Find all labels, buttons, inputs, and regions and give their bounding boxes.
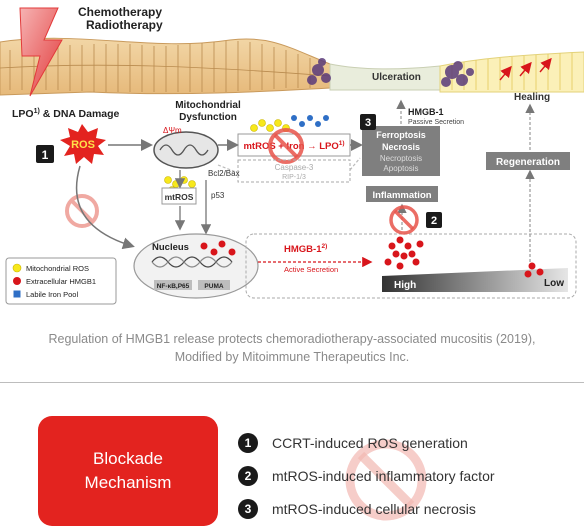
caption-line-2: Modified by Mitoimmune Therapeutics Inc. [174, 350, 410, 364]
caspase-label-2: RIP-1/3 [282, 174, 306, 181]
radiotherapy-label: Radiotherapy [86, 18, 163, 32]
blockade-mechanism-badge: Blockade Mechanism [38, 416, 218, 526]
legend-swatch-iron [13, 290, 21, 298]
badge-3-label: 3 [365, 117, 371, 129]
hmgb1-dots-low [524, 262, 544, 278]
mtros-box-label: mtROS [165, 192, 194, 202]
figure-caption: Regulation of HMGB1 release protects che… [0, 330, 584, 366]
mechanism-item-1: 1 CCRT-induced ROS generation [238, 426, 568, 459]
mechanism-item-2: 2 mtROS-induced inflammatory factor [238, 459, 568, 492]
concentration-gradient [382, 268, 568, 292]
radiation-bolt-icon [19, 7, 63, 97]
blockade-line-2: Mechanism [84, 473, 172, 492]
mechanism-list: 1 CCRT-induced ROS generation 2 mtROS-in… [238, 426, 568, 525]
blocked-icon-3 [268, 128, 304, 164]
caspase-label-1: Caspase-3 [275, 163, 314, 172]
mito-title-1: Mitochondrial [175, 100, 241, 111]
cell-death-box [362, 126, 440, 176]
badge-1 [36, 145, 54, 163]
legend-swatch-ros [12, 263, 22, 273]
puma-label: PUMA [204, 283, 223, 290]
hmgb1-passive-label: HMGB-1 [408, 107, 444, 117]
badge-3 [360, 114, 376, 130]
hmgb1-dots-high [384, 236, 424, 270]
necrosis-label: Necrosis [382, 142, 420, 152]
chemotherapy-label: Chemotherapy [78, 5, 162, 19]
legend-label-iron: Labile Iron Pool [26, 290, 78, 299]
necroptosis-label: Necroptosis [380, 154, 422, 163]
section-divider [0, 382, 584, 383]
mito-title-2: Dysfunction [179, 112, 237, 123]
mechanism-number-2: 2 [238, 465, 258, 486]
lpo-label: LPO1) & DNA Damage [12, 108, 120, 120]
mtros-chain-label: mtROS + Iron → LPO1) [243, 140, 344, 152]
regeneration-box [486, 152, 570, 170]
mechanism-text-2: mtROS-induced inflammatory factor [272, 467, 495, 484]
inflammation-label: Inflammation [372, 190, 431, 201]
mechanism-text-1: CCRT-induced ROS generation [272, 434, 468, 451]
delta-psi-label: ΔΨm [163, 126, 182, 135]
ferroptosis-label: Ferroptosis [376, 130, 426, 140]
badge-2-label: 2 [431, 215, 437, 227]
blocked-icon-2 [389, 205, 419, 235]
active-secretion-label: Active Secretion [284, 265, 338, 274]
caption-line-1: Regulation of HMGB1 release protects che… [48, 332, 536, 346]
high-label: High [394, 280, 416, 291]
legend-swatch-hmgb1 [13, 277, 21, 285]
nfkb-label: NF-κB,P65 [157, 283, 190, 290]
low-label: Low [544, 278, 564, 289]
p53-label: p53 [211, 191, 225, 200]
passive-secretion-label: Passive Secretion [408, 119, 464, 126]
mechanism-number-3: 3 [238, 498, 258, 519]
epithelium-tissue [0, 37, 584, 96]
mechanism-number-1: 1 [238, 432, 258, 453]
blockade-line-1: Blockade [93, 449, 163, 468]
legend-label-hmgb1: Extracellular HMGB1 [26, 277, 96, 286]
regeneration-label: Regeneration [496, 157, 560, 168]
mechanism-diagram: Chemotherapy Radiotherapy LPO1) & DNA Da… [0, 5, 584, 305]
inflammation-box [366, 186, 438, 202]
legend-box [5, 257, 117, 305]
legend-label-ros: Mitochondrial ROS [26, 264, 89, 273]
hmgb1-active-label: HMGB-12) [284, 243, 327, 255]
healing-label: Healing [514, 92, 550, 103]
nucleus-label: Nucleus [152, 242, 189, 253]
ulceration-label: Ulceration [372, 72, 421, 83]
mechanism-item-3: 3 mtROS-induced cellular necrosis [238, 492, 568, 525]
svg-text:ROS: ROS [71, 139, 95, 151]
badge-2 [426, 212, 442, 228]
badge-1-label: 1 [42, 148, 49, 162]
bcl2-bax-label: Bcl2/Bax [208, 169, 240, 178]
mechanism-text-3: mtROS-induced cellular necrosis [272, 500, 476, 517]
apoptosis-label: Apoptosis [383, 164, 418, 173]
caspase-box [237, 159, 351, 183]
mitochondrion-icon [153, 131, 219, 169]
secretion-region [245, 233, 577, 299]
nfkb-tag [154, 280, 192, 290]
ros-burst: ROS [60, 124, 106, 164]
legend: Mitochondrial ROS Extracellular HMGB1 La… [12, 263, 96, 299]
puma-tag [198, 280, 230, 290]
